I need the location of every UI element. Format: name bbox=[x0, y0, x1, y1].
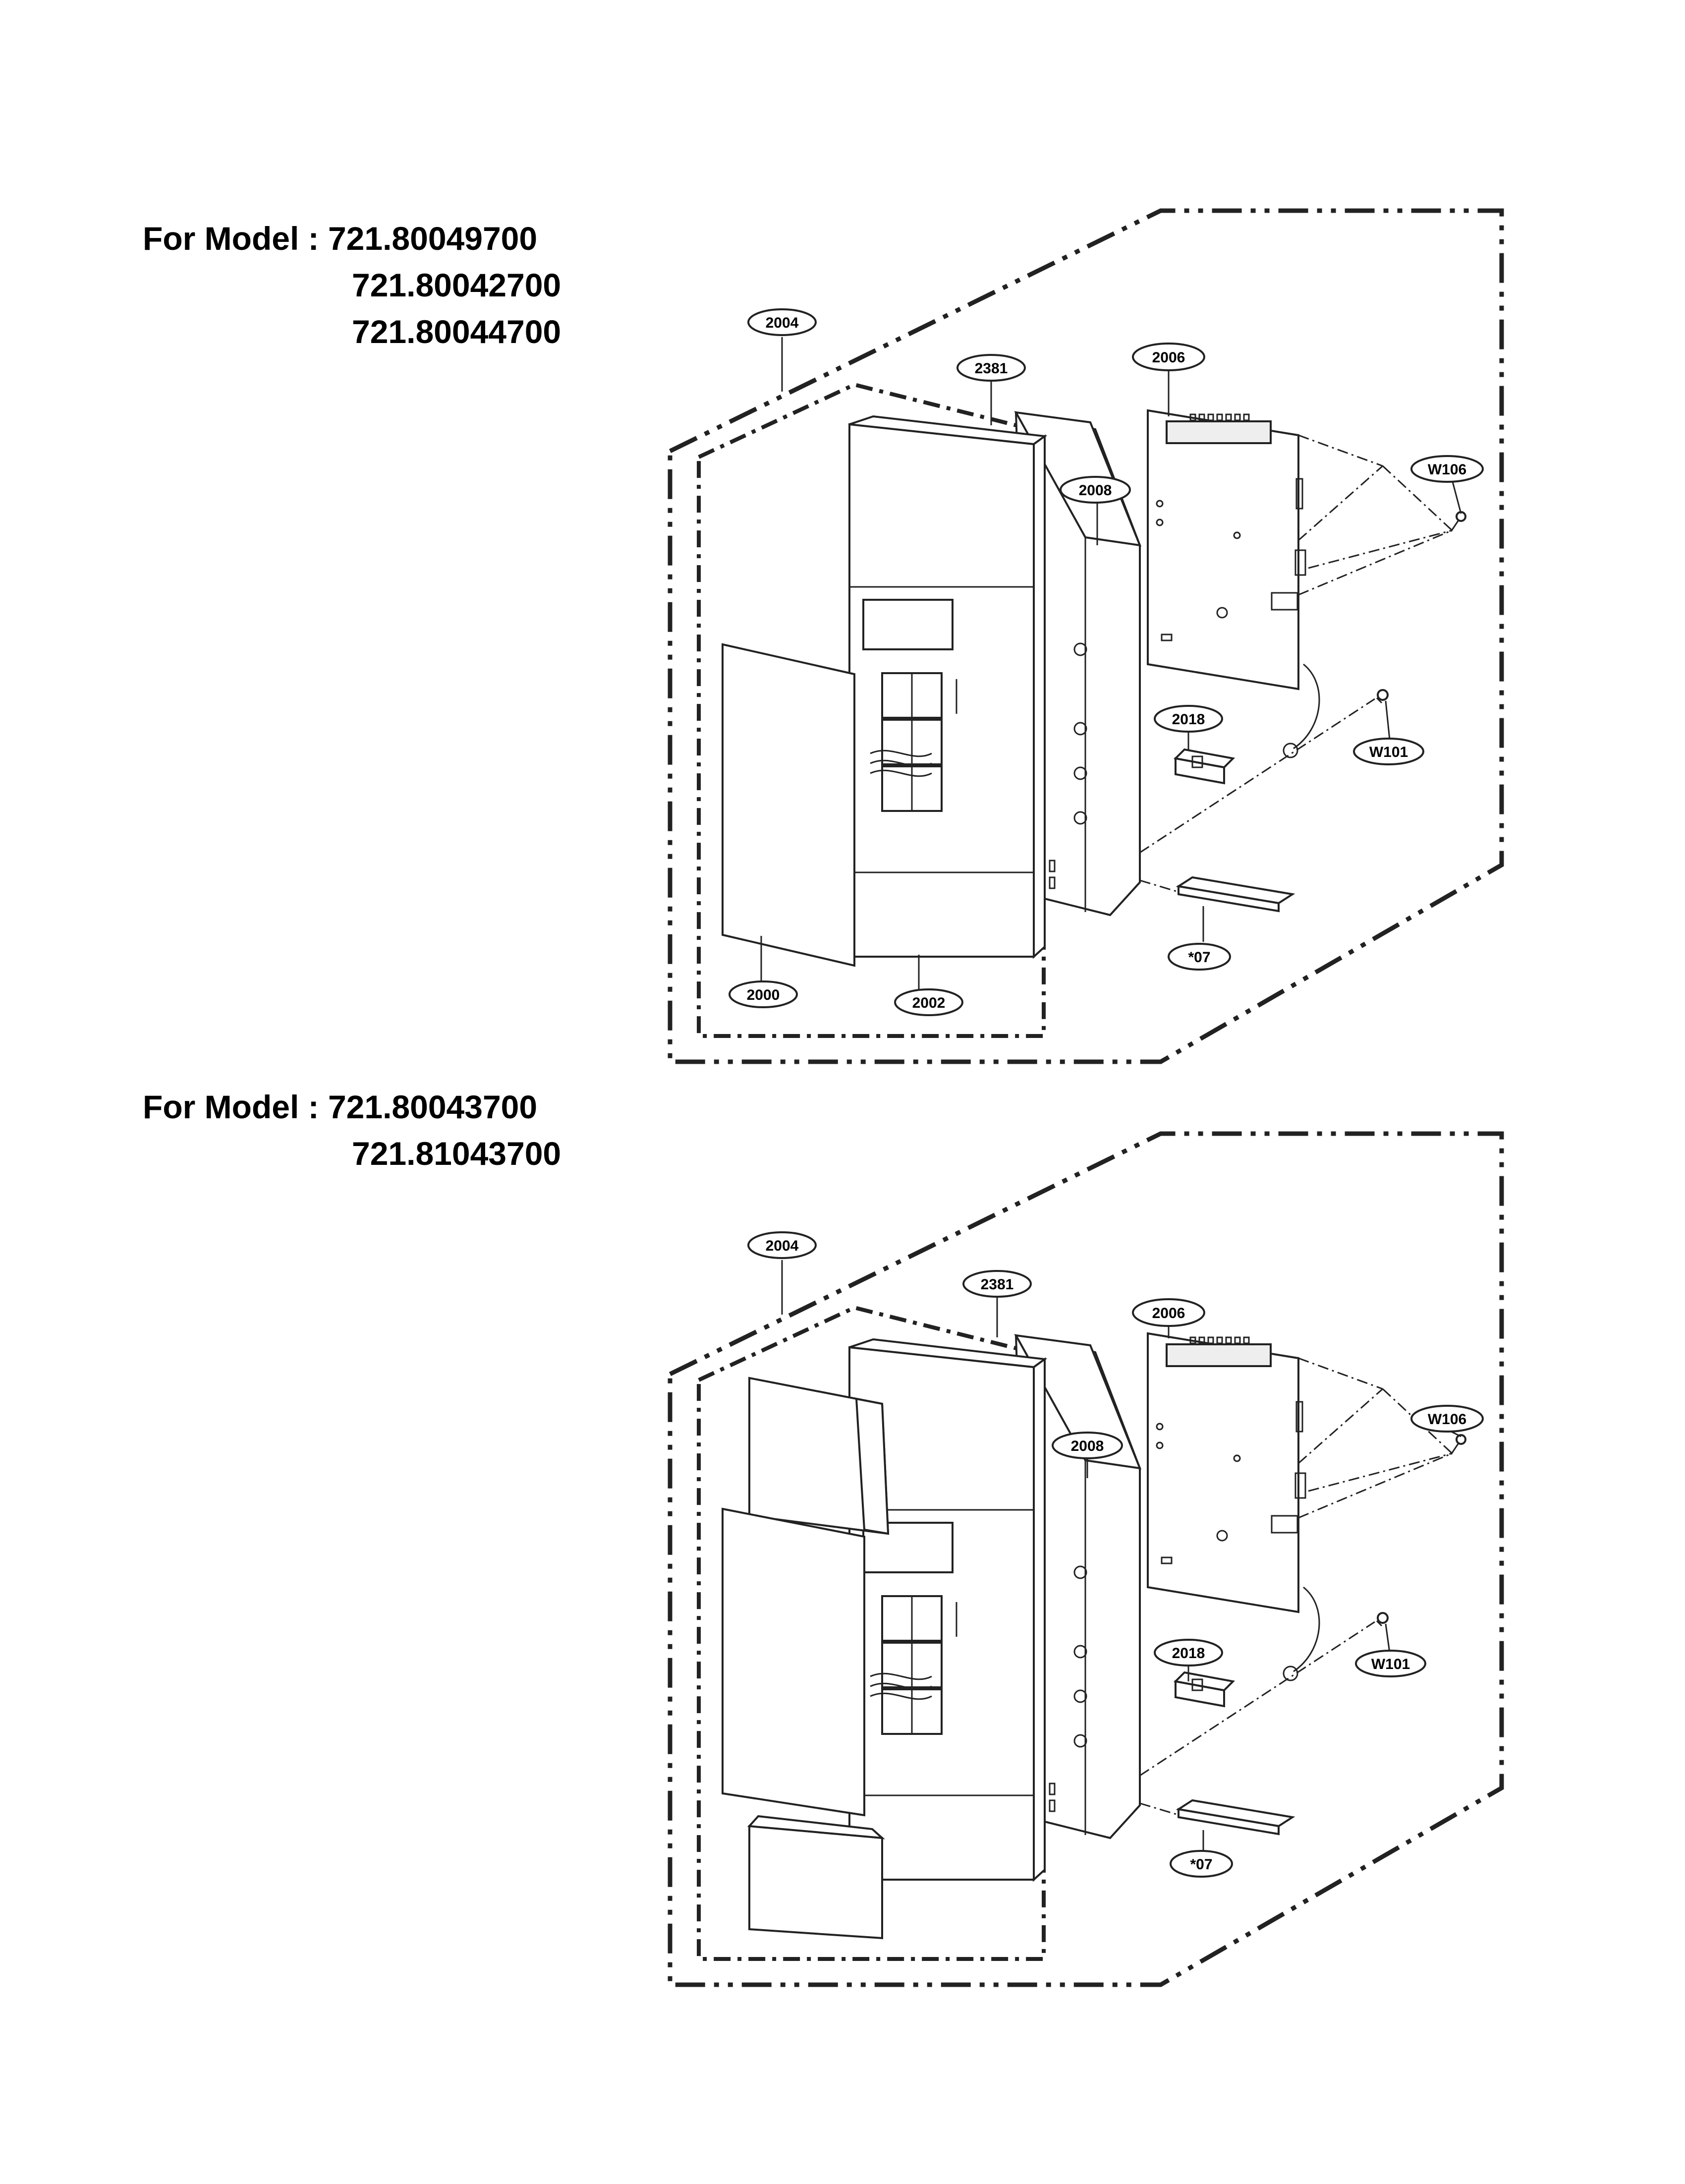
front-cover-panel bbox=[722, 1507, 865, 1817]
callout-bubble bbox=[747, 308, 817, 336]
callout-label: 2008 bbox=[1079, 482, 1112, 499]
upper-cover-edge bbox=[855, 1397, 890, 1535]
callout-label: 2018 bbox=[1172, 711, 1205, 728]
callout-label: 2018 bbox=[1172, 1645, 1205, 1662]
callout-bubble bbox=[1355, 1650, 1426, 1677]
heading-prefix: For Model : bbox=[143, 220, 328, 257]
callout-label: 2006 bbox=[1152, 349, 1185, 366]
callout-bubble bbox=[1410, 455, 1484, 483]
callout-bubble bbox=[1168, 943, 1231, 971]
callout-label: 2002 bbox=[912, 995, 946, 1011]
callout-label: 2004 bbox=[766, 1238, 799, 1254]
callout-label: 2004 bbox=[766, 315, 799, 331]
callout-bubble bbox=[1410, 1405, 1484, 1433]
callout-bubble bbox=[894, 988, 963, 1016]
front-cover-panel bbox=[722, 643, 855, 967]
callout-bubble bbox=[729, 980, 798, 1008]
model-line: For Model : 721.80043700 bbox=[143, 1084, 561, 1130]
model-heading-2: For Model : 721.80043700 721.81043700 bbox=[143, 1084, 561, 1177]
callout-label: 2008 bbox=[1071, 1438, 1104, 1454]
diagram-1: 2004 2381 2006 2008 W106 2018 W101 *07 2… bbox=[670, 211, 1502, 1062]
callout-bubble bbox=[747, 1231, 817, 1259]
callout-label: W106 bbox=[1428, 1411, 1466, 1428]
model-heading-1: For Model : 721.80049700 721.80042700 72… bbox=[143, 215, 561, 355]
model-number: 721.80049700 bbox=[328, 220, 538, 257]
lower-cover-piece bbox=[748, 1825, 883, 1940]
callout-bubble bbox=[1132, 343, 1205, 371]
model-number: 721.80042700 bbox=[352, 267, 562, 303]
callout-bubble bbox=[956, 354, 1026, 382]
callout-label: *07 bbox=[1188, 949, 1210, 966]
callout-label: W101 bbox=[1369, 744, 1408, 760]
model-number: 721.81043700 bbox=[352, 1135, 562, 1172]
callout-bubble bbox=[962, 1270, 1032, 1298]
heading-prefix: For Model : bbox=[143, 1089, 328, 1125]
callout-bubble bbox=[1132, 1298, 1205, 1327]
callout-label: 2006 bbox=[1152, 1305, 1185, 1322]
callout-label: 2000 bbox=[747, 987, 780, 1003]
diagram-2: 2004 2381 2006 2008 W106 2018 W101 *07 bbox=[670, 1134, 1502, 1985]
callout-bubble bbox=[1353, 738, 1424, 765]
callout-bubble bbox=[1060, 476, 1131, 504]
model-line: For Model : 721.80049700 bbox=[143, 215, 561, 262]
callout-label: W106 bbox=[1428, 461, 1466, 478]
callout-bubble bbox=[1170, 1850, 1233, 1878]
model-number: 721.80044700 bbox=[352, 313, 562, 350]
lower-cover-top bbox=[747, 1815, 885, 1839]
callout-label: W101 bbox=[1371, 1656, 1410, 1672]
callout-bubble bbox=[1154, 1639, 1223, 1667]
callout-label: *07 bbox=[1190, 1856, 1212, 1873]
callout-bubble bbox=[1052, 1432, 1123, 1459]
callout-bubble bbox=[1154, 705, 1223, 733]
callout-label: 2381 bbox=[975, 360, 1008, 377]
callout-label: 2381 bbox=[981, 1276, 1014, 1293]
model-number: 721.80043700 bbox=[328, 1089, 538, 1125]
